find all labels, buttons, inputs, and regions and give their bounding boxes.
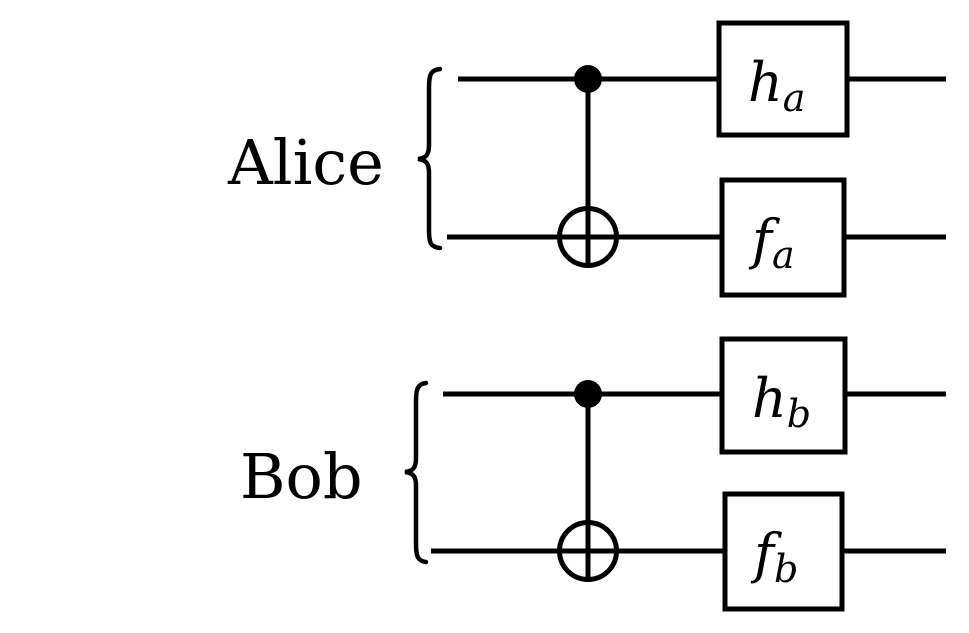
party-label-alice: Alice: [227, 126, 384, 199]
cnot-control-dot-bob: [574, 380, 602, 408]
gate-box-h-b: [719, 336, 848, 455]
gate-label-h-b: hb: [752, 367, 811, 436]
gate-box-f-b: [722, 491, 845, 612]
gate-box-h-a: [716, 20, 850, 138]
brace-bob: [404, 380, 429, 565]
gate-h-a: ha: [716, 20, 850, 138]
gate-f-a: fa: [719, 177, 847, 298]
gate-label-h-a: ha: [748, 51, 805, 120]
cnot-target-alice: [557, 206, 619, 268]
gate-h-b: hb: [719, 336, 848, 455]
cnot-control-dot-alice: [574, 65, 602, 93]
cnot-target-bob: [557, 520, 619, 582]
party-group-bob: Bob hb fb: [240, 336, 946, 612]
gate-box-f-a: [719, 177, 847, 298]
party-label-bob: Bob: [240, 440, 363, 513]
brace-alice: [417, 66, 443, 251]
gate-f-b: fb: [722, 491, 845, 612]
party-group-alice: Alice ha fa: [227, 20, 946, 298]
